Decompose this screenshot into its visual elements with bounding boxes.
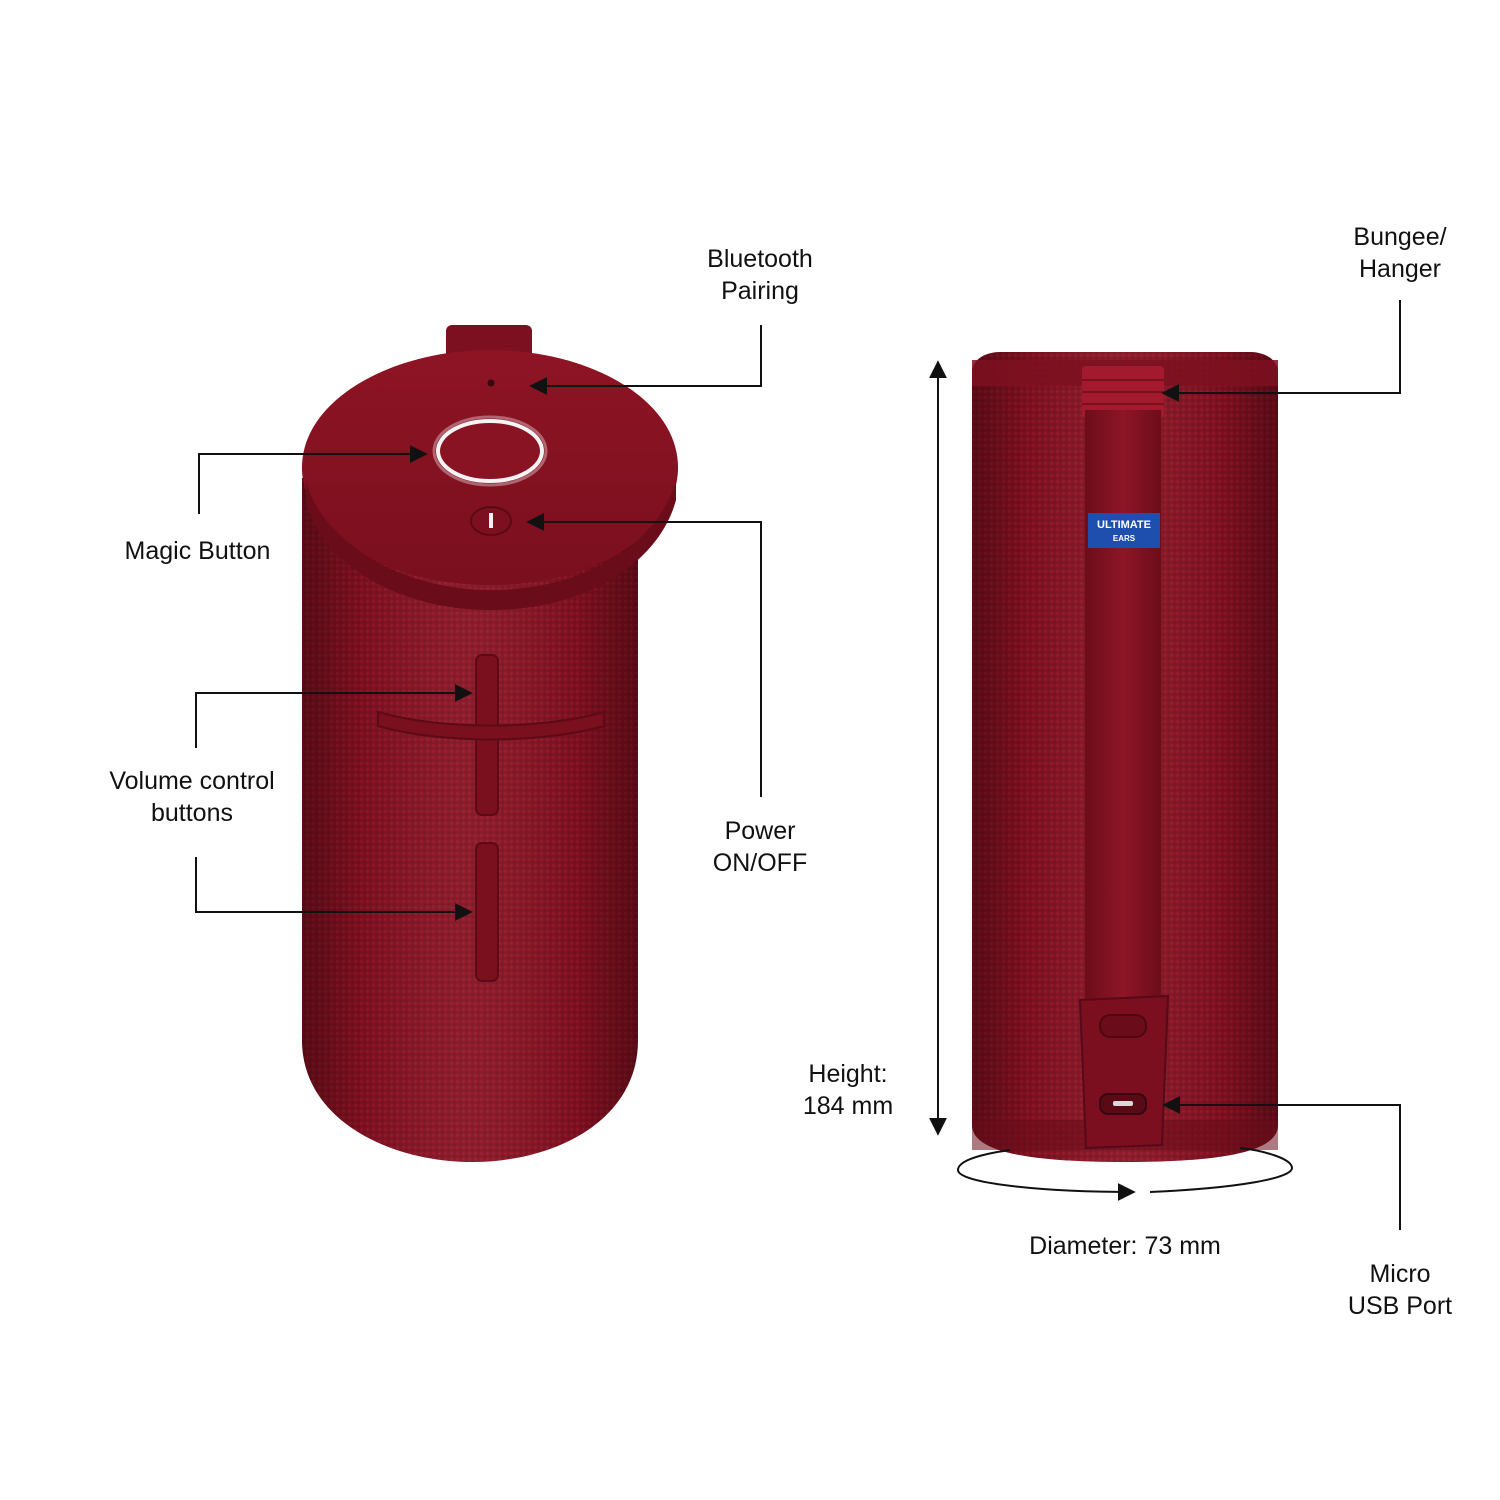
- callout-volume-down-line: [195, 857, 473, 921]
- label-power: Power ON/OFF: [712, 817, 808, 877]
- label-magic-button: Magic Button: [124, 537, 271, 565]
- magic-button[interactable]: [436, 419, 544, 483]
- brand-badge-line1: ULTIMATE: [1097, 519, 1151, 531]
- volume-down-button[interactable]: [475, 842, 499, 982]
- callout-power-line: [526, 513, 762, 797]
- label-height: Height: 184 mm: [802, 1060, 894, 1120]
- diameter-dimension-arrow: [1149, 1147, 1294, 1193]
- back-strap: [1085, 410, 1161, 1015]
- callout-volume-up-line: [195, 684, 473, 748]
- label-volume-control: Volume control buttons: [109, 767, 275, 827]
- bluetooth-pairing-button[interactable]: [487, 379, 495, 387]
- brand-badge: [1088, 513, 1160, 548]
- volume-up-button[interactable]: [377, 654, 605, 816]
- speaker-front: [301, 325, 679, 1162]
- callout-usb-line: [1162, 1096, 1401, 1230]
- callout-magic-line: [198, 445, 428, 514]
- callout-bungee-line: [1161, 300, 1401, 402]
- label-micro-usb: Micro USB Port: [1347, 1260, 1453, 1320]
- label-bungee-hanger: Bungee/ Hanger: [1353, 223, 1447, 283]
- brand-badge-line2: EARS: [1113, 534, 1136, 543]
- label-bluetooth-pairing: Bluetooth Pairing: [707, 245, 813, 305]
- speaker-back: ULTIMATE EARS: [972, 352, 1278, 1162]
- callout-bluetooth-line: [529, 325, 762, 395]
- label-diameter: Diameter: 73 mm: [1029, 1232, 1221, 1260]
